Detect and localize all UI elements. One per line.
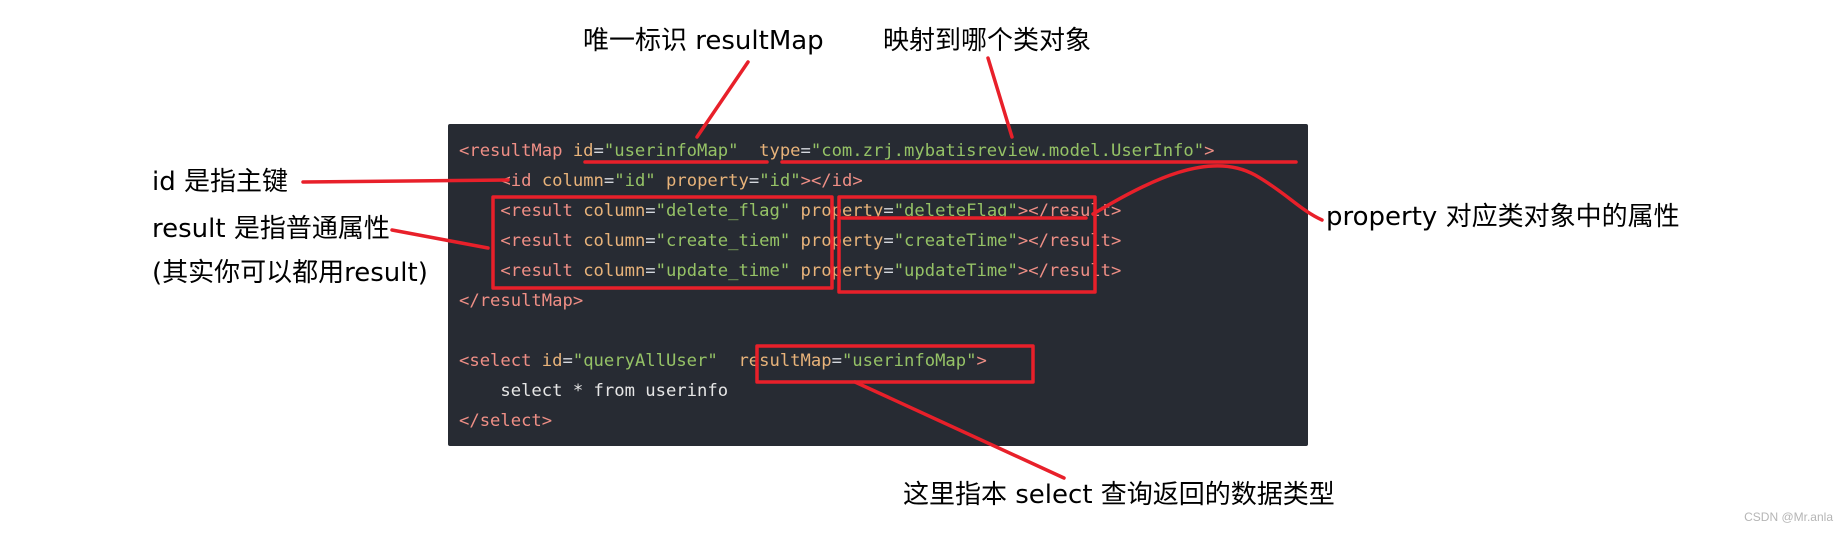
code-punctuation-token	[790, 231, 800, 251]
code-attribute-token: id	[572, 141, 594, 161]
code-attribute-token: property	[800, 201, 884, 221]
code-tag-token: ></result>	[1017, 261, 1122, 281]
code-tag-token: </select>	[459, 411, 553, 431]
code-tag-token: </resultMap>	[459, 291, 584, 311]
code-string-token: "deleteFlag"	[893, 201, 1018, 221]
code-punctuation-token: =	[831, 351, 842, 371]
code-line-select-open: <select id="queryAllUser" resultMap="use…	[459, 346, 987, 376]
code-line-select-close: </select>	[459, 406, 552, 436]
code-string-token: "id"	[614, 171, 656, 191]
annotation-result-normal: result 是指普通属性	[152, 214, 390, 244]
code-attribute-token: column	[583, 231, 646, 251]
code-line-result-create-time: <result column="create_tiem" property="c…	[459, 226, 1121, 256]
code-text-token: select * from userinfo	[459, 381, 729, 401]
annotation-unique-id: 唯一标识 resultMap	[583, 26, 824, 56]
code-string-token: "userinfoMap"	[841, 351, 977, 371]
code-line-resultmap-open: <resultMap id="userinfoMap" type="com.zr…	[459, 136, 1214, 166]
code-tag-token: <select	[459, 351, 542, 371]
annotation-property-attr: property 对应类对象中的属性	[1326, 202, 1680, 232]
code-string-token: "queryAllUser"	[572, 351, 718, 371]
annotation-select-result-type: 这里指本 select 查询返回的数据类型	[903, 480, 1335, 510]
code-tag-token: <resultMap	[459, 141, 573, 161]
code-punctuation-token: =	[645, 201, 656, 221]
code-punctuation-token	[459, 231, 500, 251]
code-attribute-token: property	[666, 171, 749, 191]
code-punctuation-token: =	[645, 261, 656, 281]
code-attribute-token: column	[541, 171, 604, 191]
code-line-result-update-time: <result column="update_time" property="u…	[459, 256, 1121, 286]
code-punctuation-token: =	[748, 171, 760, 191]
code-attribute-token: property	[800, 231, 884, 251]
code-punctuation-token	[459, 201, 500, 221]
code-punctuation-token: =	[645, 231, 656, 251]
code-string-token: "id"	[759, 171, 801, 191]
code-tag-token: ></result>	[1017, 231, 1122, 251]
code-punctuation-token	[790, 261, 800, 281]
code-string-token: "createTime"	[893, 231, 1018, 251]
code-punctuation-token	[459, 261, 500, 281]
code-string-token: "com.zrj.mybatisreview.model.UserInfo"	[810, 141, 1205, 161]
code-attribute-token: type	[759, 141, 801, 161]
code-line-result-delete-flag: <result column="delete_flag" property="d…	[459, 196, 1121, 226]
code-punctuation-token: =	[562, 351, 573, 371]
code-tag-token: >	[976, 351, 987, 371]
code-punctuation-token: =	[883, 261, 894, 281]
code-punctuation-token	[656, 171, 666, 191]
code-attribute-token: resultMap	[738, 351, 832, 371]
code-punctuation-token: =	[883, 231, 894, 251]
code-punctuation-token: =	[603, 171, 615, 191]
code-punctuation-token	[459, 171, 500, 191]
code-punctuation-token: =	[883, 201, 894, 221]
code-attribute-token: column	[583, 201, 646, 221]
code-punctuation-token	[718, 351, 739, 371]
annotation-result-all: (其实你可以都用result)	[152, 258, 428, 288]
code-string-token: "userinfoMap"	[603, 141, 739, 161]
code-tag-token: <id	[500, 171, 542, 191]
code-string-token: "updateTime"	[893, 261, 1018, 281]
code-line-resultmap-close: </resultMap>	[459, 286, 583, 316]
code-line-id: <id column="id" property="id"></id>	[459, 166, 863, 196]
code-tag-token: <result	[500, 201, 584, 221]
code-string-token: "delete_flag"	[655, 201, 791, 221]
code-string-token: "create_tiem"	[655, 231, 791, 251]
annotation-map-class: 映射到哪个类对象	[883, 26, 1092, 56]
code-punctuation-token: =	[593, 141, 604, 161]
code-punctuation-token	[738, 141, 759, 161]
annotation-id-primary-key: id 是指主键	[152, 167, 288, 197]
code-string-token: "update_time"	[655, 261, 791, 281]
code-tag-token: <result	[500, 231, 584, 251]
code-attribute-token: property	[800, 261, 884, 281]
watermark: CSDN @Mr.anla	[1744, 510, 1833, 524]
code-punctuation-token	[790, 201, 800, 221]
code-tag-token: ></id>	[800, 171, 863, 191]
code-attribute-token: id	[541, 351, 563, 371]
code-tag-token: <result	[500, 261, 584, 281]
code-line-select-body: select * from userinfo	[459, 376, 728, 406]
code-tag-token: ></result>	[1017, 201, 1122, 221]
code-attribute-token: column	[583, 261, 646, 281]
code-tag-token: >	[1204, 141, 1215, 161]
code-punctuation-token: =	[800, 141, 811, 161]
